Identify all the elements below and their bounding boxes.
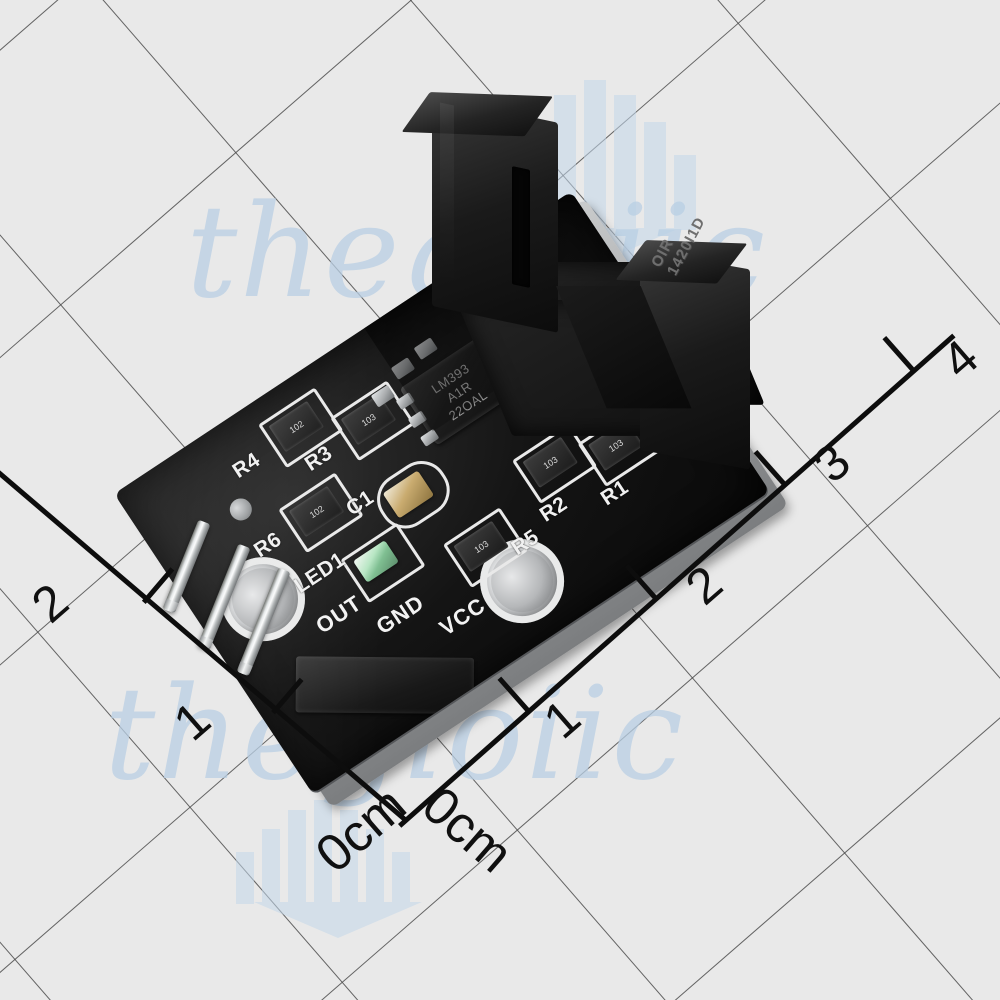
optocoupler-slot-left	[512, 166, 530, 288]
optocoupler-highlight	[440, 102, 454, 286]
